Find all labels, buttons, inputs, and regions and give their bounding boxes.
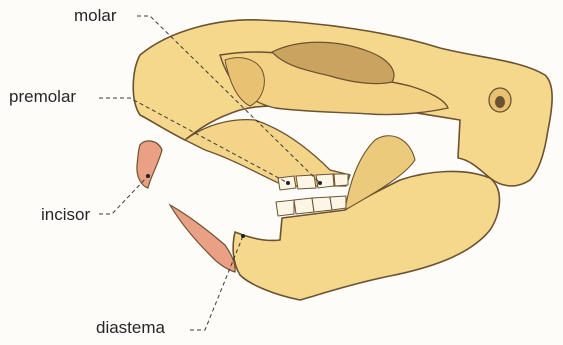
incisor-pointer-dot — [146, 174, 150, 178]
molar-label: molar — [74, 7, 117, 24]
lower-incisor — [170, 205, 235, 272]
premolar-label: premolar — [9, 88, 76, 105]
upper-incisor — [137, 141, 162, 188]
diastema-pointer-dot — [241, 234, 245, 238]
premolar-pointer-dot — [286, 181, 290, 185]
incisor-label: incisor — [41, 206, 90, 223]
nasal-foramen-inner — [495, 96, 505, 108]
diastema-label: diastema — [96, 319, 165, 336]
molar-pointer-dot — [318, 181, 322, 185]
